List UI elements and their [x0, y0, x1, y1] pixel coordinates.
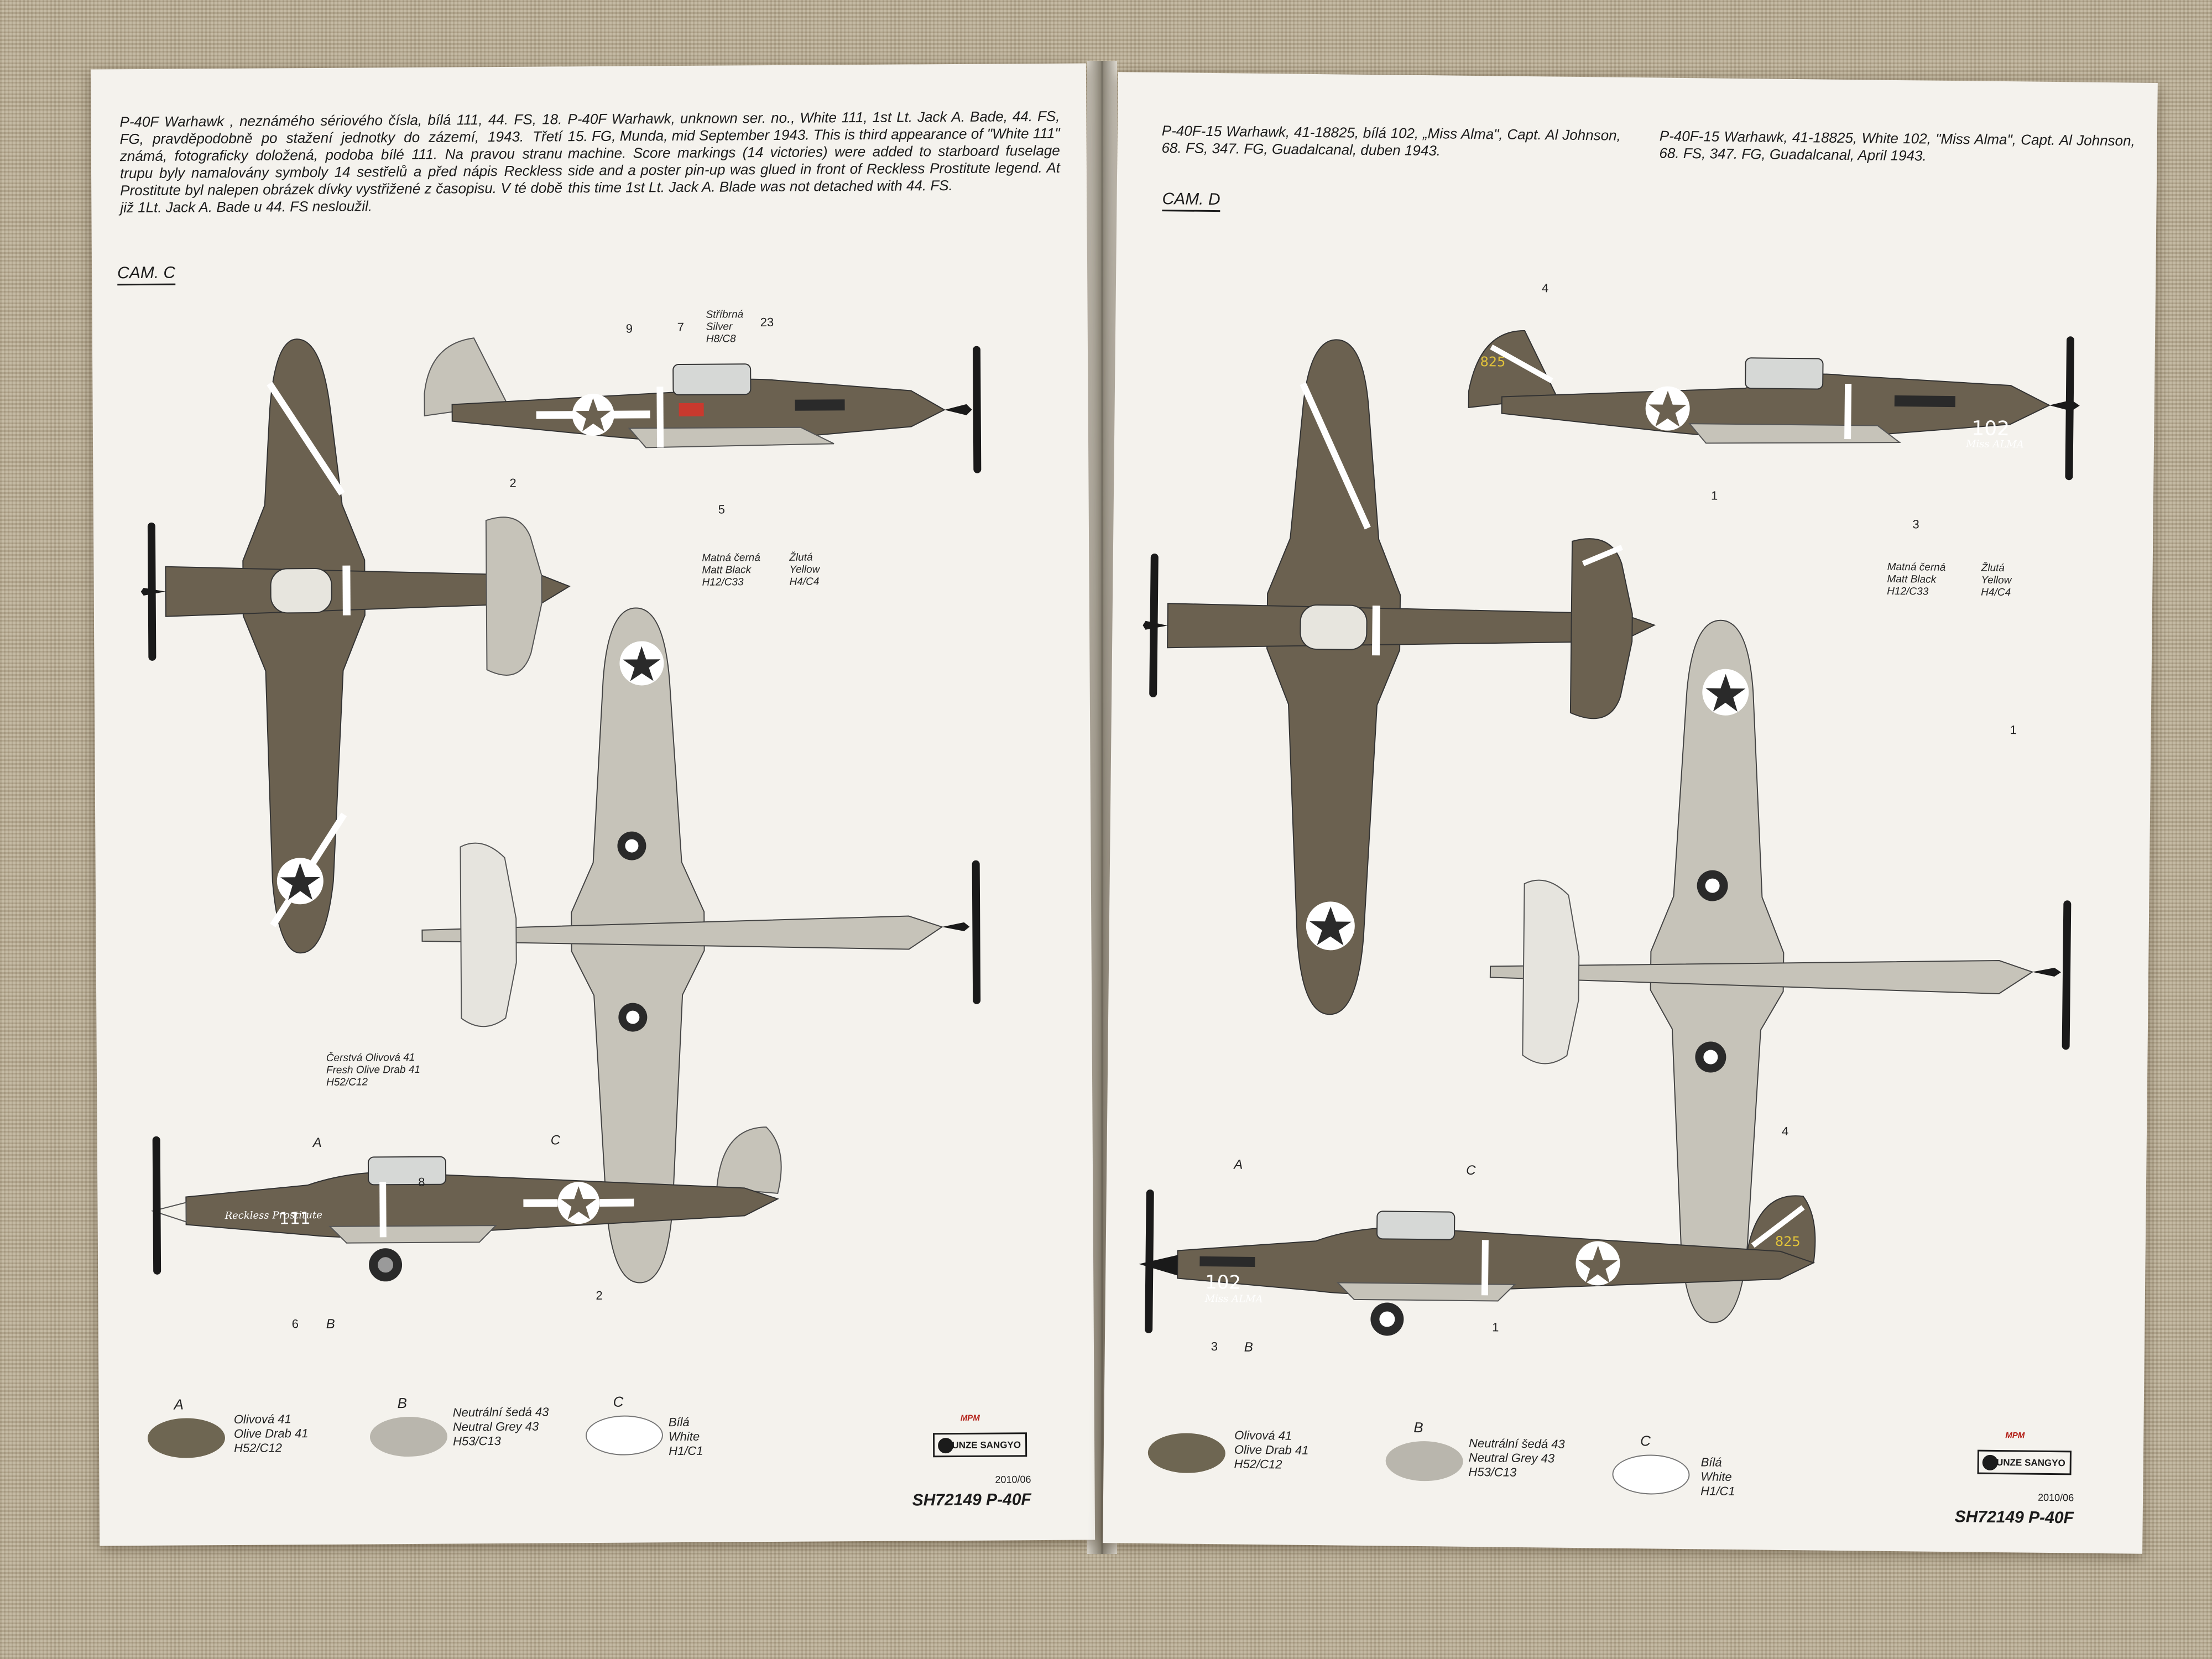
swatch-olive-drab	[147, 1418, 226, 1458]
callout-5: 5	[718, 502, 726, 517]
gunze-sangyo-logo: GUNZE SANGYO	[932, 1432, 1027, 1458]
gunze-mark-icon	[1982, 1454, 1998, 1471]
nose-art-text: Miss ALMA	[1965, 438, 2024, 450]
callout-silver: Stříbrná Silver H8/C8	[706, 309, 744, 345]
callout-7: 7	[677, 320, 685, 335]
print-date: 2010/06	[995, 1474, 1031, 1485]
legend-letter-c: C	[1640, 1432, 1651, 1449]
side-aircraft-number: 102	[1971, 417, 2010, 440]
cam-label: CAM. D	[1162, 190, 1220, 212]
callout-matt-black: Matná černá Matt Black H12/C33	[1887, 561, 1946, 598]
swatch-neutral-grey	[1385, 1441, 1464, 1481]
side-profile-starboard: 825 102 Miss ALMA	[1468, 330, 2080, 481]
cam-label: CAM. C	[117, 263, 176, 286]
side-profile-port: 111 Reckless Prostitute	[150, 1126, 782, 1282]
legend-neutral-grey: Neutrální šedá 43 Neutral Grey 43 H53/C1…	[1468, 1436, 1565, 1479]
legend-letter-b: B	[397, 1395, 408, 1412]
legend-neutral-grey: Neutrální šedá 43 Neutral Grey 43 H53/C1…	[452, 1405, 549, 1448]
callout-2-side: 2	[596, 1288, 603, 1302]
legend-white: Bílá White H1/C1	[668, 1415, 703, 1458]
mpm-logo: MPM	[2005, 1431, 2025, 1441]
left-page: P-40F Warhawk , neznámého sériového čísl…	[90, 63, 1095, 1546]
swatch-neutral-grey	[369, 1416, 448, 1457]
tail-code-port: 825	[1775, 1234, 1801, 1249]
callout-8: 8	[418, 1175, 425, 1189]
callout-3-side: 3	[1211, 1339, 1218, 1354]
tail-code: 825	[1480, 354, 1505, 369]
intro-czech: P-40F-15 Warhawk, 41-18825, bílá 102, „M…	[1161, 122, 1621, 159]
callout-4-side: 4	[1781, 1124, 1789, 1139]
intro-english: P-40F Warhawk, unknown ser. no., White 1…	[567, 107, 1061, 196]
callout-4: 4	[1541, 281, 1549, 295]
legend-letter-a: A	[174, 1396, 184, 1413]
callout-23: 23	[760, 315, 774, 330]
bottom-view	[421, 607, 981, 1284]
port-aircraft-number: 102	[1205, 1271, 1241, 1294]
bottom-view	[1489, 619, 2072, 1323]
top-view	[1142, 339, 1656, 1015]
swatch-olive-drab	[1147, 1432, 1226, 1474]
kit-code: SH72149 P-40F	[912, 1490, 1031, 1510]
callout-6: 6	[291, 1317, 299, 1331]
kit-code: SH72149 P-40F	[1954, 1507, 2074, 1527]
side-profile-port: 825 102 Miss ALMA	[1139, 1189, 1816, 1336]
letter-c: C	[550, 1133, 561, 1148]
callout-fresh-olive-drab: Čerstvá Olivová 41 Fresh Olive Drab 41 H…	[326, 1051, 421, 1088]
callout-yellow: Žlutá Yellow H4/C4	[1981, 562, 2012, 599]
gunze-sangyo-logo: GUNZE SANGYO	[1977, 1449, 2072, 1475]
side-profile-starboard	[424, 337, 982, 473]
side-aircraft-number: 111	[279, 1209, 310, 1228]
legend-olive-drab: Olivová 41 Olive Drab 41 H52/C12	[1234, 1428, 1309, 1472]
swatch-white	[1612, 1454, 1690, 1495]
swatch-white	[585, 1415, 664, 1456]
print-date: 2010/06	[2037, 1491, 2074, 1504]
legend-white: Bílá White H1/C1	[1700, 1455, 1735, 1499]
letter-b: B	[1244, 1339, 1253, 1355]
letter-b: B	[326, 1316, 335, 1332]
legend-letter-b: B	[1413, 1418, 1423, 1436]
top-view	[140, 338, 571, 954]
intro-english: P-40F-15 Warhawk, 41-18825, White 102, "…	[1659, 127, 2135, 164]
letter-a: A	[312, 1135, 322, 1151]
letter-a: A	[1234, 1157, 1243, 1172]
legend-olive-drab: Olivová 41 Olive Drab 41 H52/C12	[233, 1412, 309, 1455]
port-nose-art-text: Miss ALMA	[1204, 1293, 1263, 1305]
callout-yellow: Žlutá Yellow H4/C4	[789, 551, 820, 588]
nose-art-text: Reckless Prostitute	[224, 1209, 322, 1222]
callout-matt-black: Matná černá Matt Black H12/C33	[702, 552, 760, 588]
callout-1-bottom: 1	[2010, 723, 2017, 737]
mpm-logo: MPM	[960, 1413, 980, 1423]
legend-letter-c: C	[613, 1393, 624, 1410]
callout-3: 3	[1912, 517, 1919, 531]
callout-1-side: 1	[1492, 1320, 1499, 1334]
right-page: P-40F-15 Warhawk, 41-18825, bílá 102, „M…	[1103, 72, 2158, 1554]
gunze-mark-icon	[938, 1438, 954, 1454]
intro-czech: P-40F Warhawk , neznámého sériového čísl…	[119, 111, 563, 216]
letter-c: C	[1466, 1162, 1476, 1178]
